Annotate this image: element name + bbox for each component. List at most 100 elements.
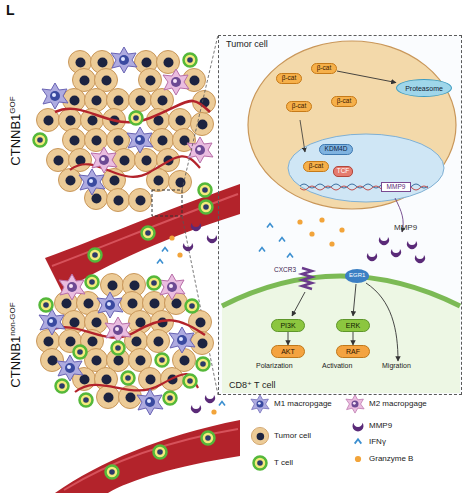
mmp9-molecule	[207, 235, 217, 243]
mmp9-molecule	[391, 249, 401, 257]
tumor-cell	[95, 69, 118, 92]
group-label: CTNNB1non-GOF	[7, 275, 25, 415]
t-cell-body	[222, 276, 460, 393]
node-text: TCF	[337, 168, 350, 175]
tumor-cell	[165, 292, 188, 315]
legend-granzyme-icon	[355, 456, 361, 462]
gene-name: CTNNB1	[8, 336, 23, 388]
m2-macrophage	[159, 274, 185, 300]
t-cell-region: CD8⁺ T cell PI3K ERK AKT RAF	[223, 261, 459, 393]
tumor-cluster	[37, 274, 214, 409]
granzyme-dot	[339, 227, 344, 232]
t-cell	[148, 277, 161, 290]
t-cell	[122, 372, 135, 385]
t-cell	[154, 446, 167, 459]
granzyme-dot	[211, 409, 216, 414]
m1-macrophage	[42, 83, 68, 109]
m1-macrophage	[97, 292, 123, 318]
akt-oval: AKT	[271, 345, 305, 358]
mmp9-molecule	[367, 253, 377, 261]
mmp9-molecule	[191, 223, 201, 231]
tumor-cell	[59, 169, 82, 192]
node-text: MMP9	[387, 184, 406, 191]
node-text: β-cat	[292, 103, 307, 110]
nucleus	[288, 134, 444, 202]
outcome-label: Migration	[382, 362, 411, 370]
tumor-cell	[147, 330, 170, 353]
node-text: RAF	[346, 348, 360, 355]
translocation-arrow	[300, 120, 305, 152]
t-cell	[56, 380, 69, 393]
signal-arrow	[366, 283, 398, 361]
m1-macrophage	[137, 389, 163, 415]
t-cell	[200, 201, 213, 214]
t-cell	[184, 54, 197, 67]
tumor-cell	[157, 149, 180, 172]
ifn-mark	[157, 260, 163, 264]
node-text: β-cat	[337, 98, 352, 105]
kdm4d-pill: KDM4D	[319, 144, 353, 155]
tumor-cell	[59, 109, 82, 132]
m2-macrophage	[163, 69, 189, 95]
ifn-mark	[267, 224, 273, 228]
t-cell	[199, 184, 212, 197]
t-cell	[86, 276, 99, 289]
mmp9-molecule	[183, 243, 193, 251]
tumor-cell	[107, 89, 130, 112]
receptor-label: EGR1	[349, 272, 365, 279]
m2-macrophage	[105, 317, 131, 343]
tumor-cell	[169, 109, 192, 132]
ifn-mark	[259, 248, 265, 252]
mmp9-molecule	[205, 395, 215, 403]
vessel-highlight	[64, 429, 238, 490]
node-text: Proteasome	[405, 85, 443, 92]
m1-macrophage	[169, 327, 195, 353]
tumor-cell	[107, 129, 130, 152]
t-cell	[74, 346, 87, 359]
t-cell	[130, 112, 143, 125]
tumor-cell	[63, 129, 86, 152]
legend-tcell-icon	[254, 457, 267, 470]
egr1-receptor	[345, 269, 369, 283]
ifn-mark	[219, 402, 225, 406]
t-cell	[80, 394, 93, 407]
tumor-cell	[191, 113, 214, 136]
granzyme-dot	[329, 241, 334, 246]
t-cell	[142, 227, 155, 240]
tumor-cell	[85, 89, 108, 112]
beta-catenin-pill: β-cat	[303, 161, 329, 172]
t-cell	[184, 375, 197, 388]
granzyme-dot	[169, 235, 174, 240]
panel-letter: L	[6, 3, 15, 18]
mmp9-gene-box: MMP9	[381, 182, 411, 192]
erk-oval: ERK	[336, 319, 370, 332]
tumor-cell	[135, 149, 158, 172]
legend-text: Tumor cell	[274, 431, 311, 441]
node-text: CD8⁺ T cell	[229, 381, 275, 391]
legend-mmp9-icon	[353, 423, 364, 432]
node-text: β-cat	[309, 163, 324, 170]
node-text: AKT	[281, 348, 295, 355]
pi3k-oval: PI3K	[271, 319, 305, 332]
t-cell	[164, 392, 177, 405]
m1-macrophage	[79, 169, 105, 195]
m1-macrophage	[39, 309, 65, 335]
tumor-cell	[189, 311, 212, 334]
cxcr3-receptor	[302, 268, 312, 289]
tumor-cell	[85, 187, 108, 210]
tumor-cell	[151, 129, 174, 152]
tumor-cell	[139, 69, 162, 92]
node-text: KDM4D	[325, 146, 348, 153]
mmp9-molecule	[191, 405, 201, 413]
mmp9-molecule	[379, 237, 389, 245]
granzyme-dot	[309, 231, 314, 236]
tumor-cell	[47, 149, 70, 172]
t-cell	[40, 299, 53, 312]
molecule-label: MMP9	[394, 224, 417, 233]
tumor-cell	[101, 274, 124, 297]
beta-catenin-pill: β-cat	[286, 101, 312, 112]
legend-m2-icon	[346, 395, 364, 413]
t-cell	[34, 134, 47, 147]
